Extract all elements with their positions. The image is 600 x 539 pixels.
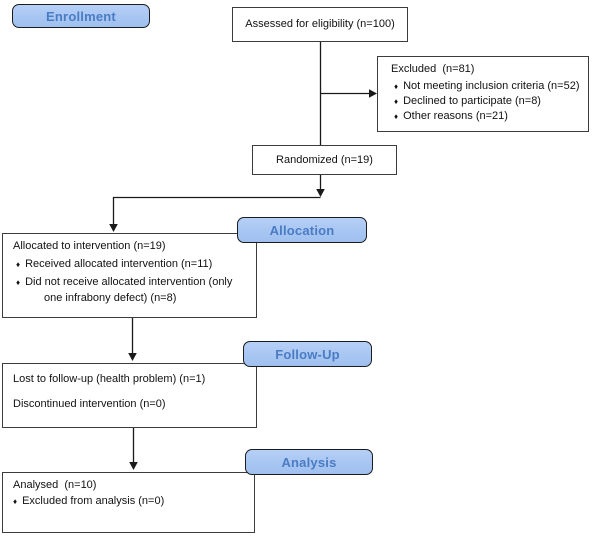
analysed-item: ♦ Excluded from analysis (n=0) [13,495,250,508]
arrowhead-excluded-icon [369,89,377,98]
allocated-title: Allocated to intervention (n=19) [13,240,166,252]
stage-label-enrollment-text: Enrollment [46,8,116,24]
diamond-bullet-icon: ♦ [394,97,399,106]
allocated-item-continuation: one infrabony defect) (n=8) [44,292,177,304]
stage-label-enrollment: Enrollment [12,4,150,28]
assessed-text: Assessed for eligibility (n=100) [245,18,395,30]
analysed-box: Analysed (n=10) ♦ Excluded from analysis… [2,472,255,533]
lost-line2: Discontinued intervention (n=0) [13,398,166,410]
diamond-bullet-icon: ♦ [16,278,21,287]
arrowhead-randomized-icon [316,189,325,197]
stage-label-followup-text: Follow-Up [275,346,340,362]
diamond-bullet-icon: ♦ [394,112,399,121]
allocated-item-text: Received allocated intervention (n=11) [25,258,213,270]
stage-label-followup: Follow-Up [243,341,372,367]
allocated-item-text: Did not receive allocated intervention (… [25,276,233,288]
randomized-text: Randomized (n=19) [276,153,373,166]
excluded-box: Excluded (n=81) ♦ Not meeting inclusion … [377,56,589,132]
stage-label-analysis: Analysis [245,449,373,475]
diamond-bullet-icon: ♦ [13,497,18,506]
excluded-item-text: Other reasons (n=21) [403,110,508,122]
assessed-box: Assessed for eligibility (n=100) [232,7,408,42]
stage-label-allocation-text: Allocation [269,222,335,238]
stage-label-allocation: Allocation [237,217,367,243]
stage-label-analysis-text: Analysis [281,454,337,470]
excluded-item-text: Not meeting inclusion criteria (n=52) [403,80,580,92]
allocated-box: Allocated to intervention (n=19) ♦ Recei… [2,233,257,318]
arrowhead-analysed-icon [129,462,138,470]
lost-to-followup-box: Lost to follow-up (health problem) (n=1)… [2,363,257,428]
excluded-title: Excluded (n=81) [391,63,475,75]
excluded-item: ♦ Other reasons (n=21) [394,109,584,124]
analysed-title: Analysed (n=10) [13,479,97,491]
analysed-item-text: Excluded from analysis (n=0) [22,495,165,507]
connector-elbow-allocated [112,196,321,224]
excluded-item-text: Declined to participate (n=8) [403,95,541,107]
randomized-box: Randomized (n=19) [252,145,397,175]
lost-line1: Lost to follow-up (health problem) (n=1) [13,373,206,385]
arrowhead-allocated-icon [109,224,118,232]
allocated-item: ♦ Received allocated intervention (n=11) [16,258,252,271]
diamond-bullet-icon: ♦ [16,260,21,269]
allocated-item: ♦ Did not receive allocated intervention… [16,276,252,289]
arrowhead-lost-icon [128,353,137,361]
excluded-item: ♦ Not meeting inclusion criteria (n=52) [394,79,584,94]
excluded-item: ♦ Declined to participate (n=8) [394,94,584,109]
diamond-bullet-icon: ♦ [394,82,399,91]
